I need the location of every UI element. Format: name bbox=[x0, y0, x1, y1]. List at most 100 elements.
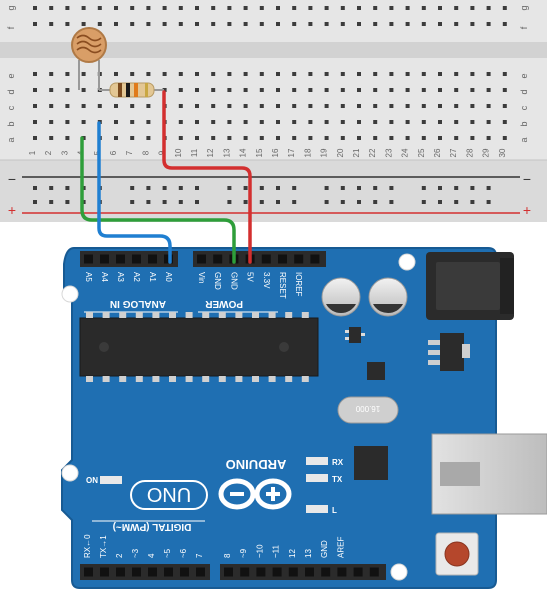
breadboard-hole bbox=[502, 6, 507, 10]
rail-hole bbox=[65, 200, 70, 204]
breadboard-hole bbox=[357, 72, 361, 76]
breadboard-hole bbox=[211, 22, 216, 26]
breadboard-hole bbox=[227, 72, 232, 76]
breadboard-hole bbox=[195, 6, 199, 10]
chip-pin bbox=[185, 376, 193, 382]
header-pin bbox=[310, 254, 320, 264]
regulator-lead bbox=[428, 350, 440, 355]
breadboard-hole bbox=[146, 104, 151, 108]
wire-a0[interactable] bbox=[97, 121, 172, 264]
header-pin bbox=[196, 567, 205, 577]
breadboard-hole bbox=[114, 136, 118, 140]
breadboard-hole bbox=[308, 88, 313, 92]
row-letter: d bbox=[519, 89, 529, 94]
capacitor-stripe bbox=[373, 304, 403, 313]
chip-pin bbox=[135, 312, 143, 318]
digital-pin-label: 7 bbox=[195, 553, 204, 558]
column-number: 9 bbox=[158, 150, 167, 155]
breadboard-center-channel bbox=[0, 42, 547, 58]
breadboard-hole bbox=[421, 72, 426, 76]
rx-led bbox=[306, 457, 328, 465]
resistor[interactable] bbox=[99, 82, 164, 98]
breadboard-hole bbox=[421, 120, 426, 124]
rail-plus-left: + bbox=[8, 202, 16, 218]
reset-button-cap[interactable] bbox=[444, 541, 470, 567]
chip-pin bbox=[169, 376, 176, 382]
breadboard-hole bbox=[357, 120, 361, 124]
transistor-lead bbox=[361, 333, 365, 336]
analog-pin-label: A4 bbox=[100, 272, 109, 282]
breadboard-hole bbox=[357, 6, 361, 10]
breadboard-hole bbox=[438, 136, 442, 140]
breadboard-hole bbox=[243, 88, 248, 92]
rail-hole bbox=[454, 186, 459, 190]
rail-hole bbox=[438, 200, 442, 204]
chip-pin bbox=[169, 312, 176, 318]
rail-minus-left: − bbox=[8, 171, 16, 187]
header-pin bbox=[294, 254, 304, 264]
column-number: 19 bbox=[320, 148, 329, 157]
column-number: 21 bbox=[352, 148, 361, 157]
breadboard-hole bbox=[227, 6, 232, 10]
breadboard-hole bbox=[486, 22, 491, 26]
breadboard-hole bbox=[373, 72, 378, 76]
breadboard-hole bbox=[276, 6, 280, 10]
rail-hole bbox=[357, 186, 361, 190]
breadboard-hole bbox=[49, 120, 54, 124]
l-label: L bbox=[332, 506, 337, 515]
breadboard-hole bbox=[470, 120, 475, 124]
header-pin bbox=[337, 567, 347, 577]
breadboard-hole bbox=[81, 120, 86, 124]
power-label: POWER bbox=[204, 298, 243, 309]
row-letter: a bbox=[6, 137, 16, 142]
breadboard-hole bbox=[276, 136, 280, 140]
analog-pin-label: A2 bbox=[132, 272, 141, 282]
breadboard-hole bbox=[292, 88, 297, 92]
breadboard-hole bbox=[114, 6, 118, 10]
breadboard-hole bbox=[470, 88, 475, 92]
breadboard-hole bbox=[324, 120, 329, 124]
breadboard-hole bbox=[357, 22, 361, 26]
breadboard-hole bbox=[340, 104, 345, 108]
breadboard-hole bbox=[470, 104, 475, 108]
breadboard-hole bbox=[49, 72, 54, 76]
chip-pins bbox=[86, 312, 309, 382]
breadboard-hole bbox=[438, 120, 442, 124]
breadboard-hole bbox=[178, 88, 183, 92]
breadboard-hole bbox=[438, 6, 442, 10]
regulator-lead bbox=[428, 340, 440, 345]
rail-hole bbox=[373, 186, 378, 190]
regulator-lead bbox=[428, 360, 440, 365]
breadboard-hole bbox=[292, 104, 297, 108]
breadboard-hole bbox=[259, 6, 264, 10]
breadboard-hole bbox=[227, 104, 232, 108]
breadboard-hole bbox=[357, 88, 361, 92]
power-pin-label: Vin bbox=[197, 272, 206, 283]
breadboard-hole bbox=[33, 22, 37, 26]
breadboard-hole bbox=[243, 22, 248, 26]
breadboard-hole bbox=[438, 72, 442, 76]
rail-hole bbox=[389, 186, 394, 190]
breadboard-hole bbox=[65, 104, 70, 108]
breadboard-hole bbox=[81, 22, 86, 26]
breadboard-hole bbox=[324, 22, 329, 26]
breadboard-hole bbox=[178, 22, 183, 26]
column-number: 17 bbox=[287, 148, 296, 157]
breadboard-hole bbox=[195, 120, 199, 124]
row-letter: e bbox=[519, 73, 529, 78]
breadboard-hole bbox=[65, 22, 70, 26]
crystal-label: 16.000 bbox=[355, 404, 380, 413]
rail-hole bbox=[259, 186, 264, 190]
wire-5v[interactable] bbox=[162, 90, 252, 264]
rail-hole bbox=[324, 200, 329, 204]
power-pin-label: GND bbox=[229, 272, 238, 290]
photoresistor[interactable] bbox=[71, 27, 107, 90]
breadboard-hole bbox=[243, 6, 248, 10]
breadboard-hole bbox=[502, 72, 507, 76]
resistor-band bbox=[118, 83, 122, 97]
header-pin bbox=[240, 567, 250, 577]
wire-gnd[interactable] bbox=[80, 136, 236, 264]
column-number: 3 bbox=[60, 150, 69, 155]
breadboard-hole bbox=[49, 104, 54, 108]
